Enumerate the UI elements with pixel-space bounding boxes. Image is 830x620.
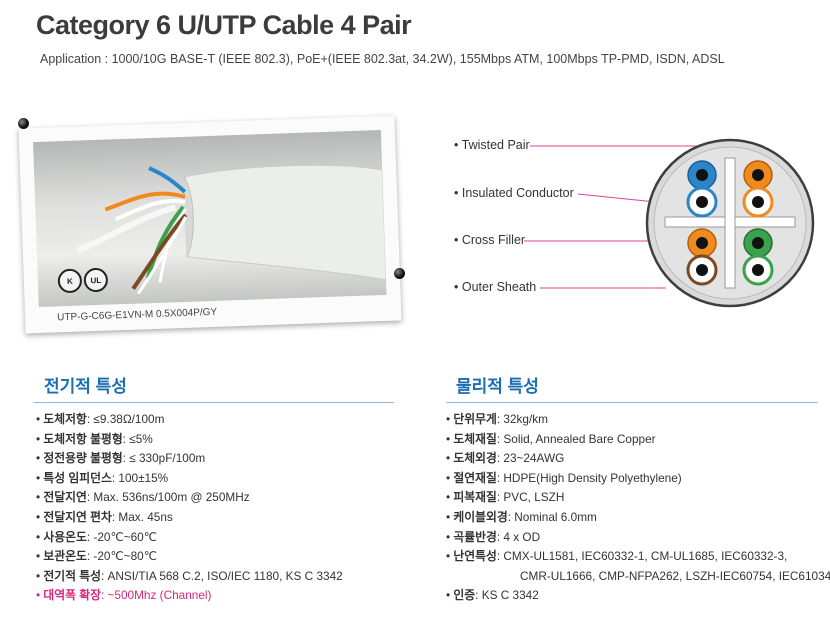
model-label: UTP-G-C6G-E1VN-M 0.5X004P/GY — [56, 306, 218, 324]
physical-list: • 단위무게: 32kg/km • 도체재질: Solid, Annealed … — [446, 410, 830, 606]
list-item: • 도체외경: 23~24AWG — [446, 451, 565, 466]
pin-bottom-right-icon — [394, 268, 405, 279]
cable-photo: K UL — [33, 129, 387, 308]
list-item: • 보관온도: -20℃~80℃ — [36, 549, 157, 564]
electrical-section-title: 전기적 특성 — [44, 377, 127, 396]
list-item: • 전기적 특성: ANSI/TIA 568 C.2, ISO/IEC 1180… — [36, 568, 343, 583]
list-item: • 사용온도: -20℃~60℃ — [36, 529, 157, 544]
cross-section-svg — [524, 138, 815, 308]
cable-photo-card: K UL UTP-G-C6G-E1VN-M 0.5X004P/GY — [18, 115, 402, 334]
list-item: • 도체저항 불평형: ≤5% — [36, 431, 153, 446]
list-item-continuation: CMR-UL1666, CMP-NFPA262, LSZH-IEC60754, … — [520, 568, 830, 583]
list-item-highlight: • 대역폭 확장: ~500Mhz (Channel) — [36, 588, 212, 603]
list-item: • 전달지연 편차: Max. 45ns — [36, 509, 173, 524]
list-item: • 피복재질: PVC, LSZH — [446, 490, 565, 505]
cross-filler-vertical — [724, 157, 736, 289]
list-item: • 난연특성: CMX-UL1581, IEC60332-1, CM-UL168… — [446, 549, 788, 564]
list-item: • 인증: KS C 3342 — [446, 588, 539, 603]
electrical-list: • 도체저항: ≤9.38Ω/100m • 도체저항 불평형: ≤5% • 정전… — [36, 410, 343, 606]
physical-divider — [446, 402, 818, 403]
label-outer-sheath: • Outer Sheath — [454, 280, 537, 294]
list-item: • 도체재질: Solid, Annealed Bare Copper — [446, 431, 656, 446]
label-cross-filler: • Cross Filler — [454, 233, 526, 247]
page-title: Category 6 U/UTP Cable 4 Pair — [36, 10, 412, 40]
electrical-divider — [34, 402, 394, 403]
pin-top-left-icon — [18, 118, 29, 129]
list-item: • 케이블외경: Nominal 6.0mm — [446, 509, 597, 524]
list-item: • 단위무게: 32kg/km — [446, 412, 548, 426]
list-item: • 특성 임피던스: 100±15% — [36, 470, 169, 485]
list-item: • 절연재질: HDPE(High Density Polyethylene) — [446, 470, 682, 485]
list-item: • 정전용량 불평형: ≤ 330pF/100m — [36, 451, 206, 466]
cable-cross-section-diagram: • Twisted Pair • Insulated Conductor • C… — [440, 120, 830, 320]
label-twisted-pair: • Twisted Pair — [454, 138, 530, 152]
physical-section-title: 물리적 특성 — [456, 377, 539, 396]
list-item: • 곡률반경: 4 x OD — [446, 529, 541, 544]
label-insulated-conductor: • Insulated Conductor — [454, 186, 574, 200]
list-item: • 전달지연: Max. 536ns/100m @ 250MHz — [36, 490, 250, 505]
application-line: Application : 1000/10G BASE-T (IEEE 802.… — [40, 52, 725, 66]
list-item: • 도체저항: ≤9.38Ω/100m — [36, 412, 165, 426]
